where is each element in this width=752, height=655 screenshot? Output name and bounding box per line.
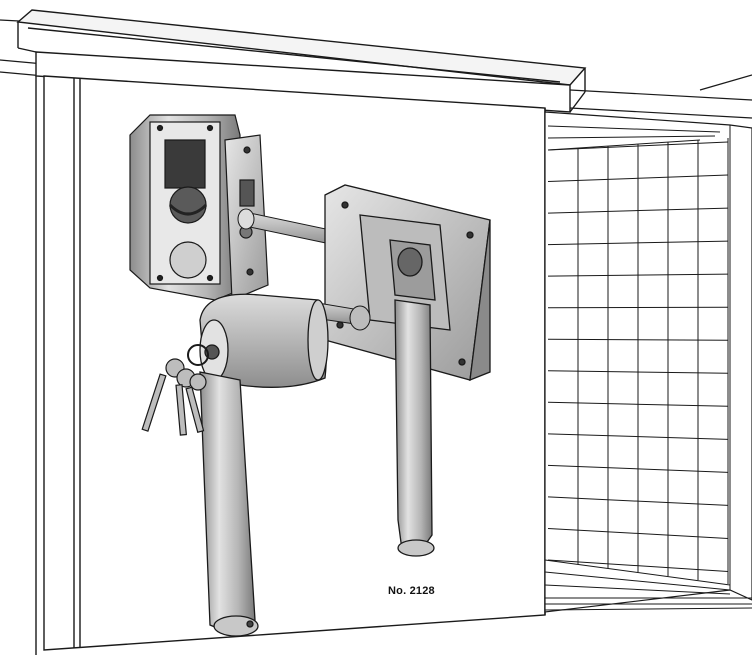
tile-horizontal-line [547,174,729,183]
tile-horizontal-line [547,370,729,374]
tile-horizontal-line [547,141,729,151]
top-rail [16,9,587,113]
tile-horizontal-line [547,401,729,407]
tile-horizontal-line [547,527,729,539]
cylinder-housing [199,293,329,388]
background-frame [0,19,752,119]
tile-horizontal-line [547,207,729,214]
front-lever-handle [199,371,259,637]
tile-horizontal-line [547,240,729,246]
key-set [141,344,209,436]
tile-horizontal-line [547,338,729,341]
tile-horizontal-line [547,306,729,309]
tile-horizontal-line [547,559,729,572]
lock-case [129,114,241,301]
model-number-caption: No. 2128 [388,585,435,597]
tile-horizontal-line [547,464,729,473]
tile-horizontal-line [547,273,729,277]
key-3 [185,373,207,433]
tile-horizontal-line [547,433,729,440]
tile-horizontal-line [547,496,729,506]
tiled-room [544,111,752,613]
mounting-plate [324,184,491,382]
rear-lever-handle [394,299,435,557]
